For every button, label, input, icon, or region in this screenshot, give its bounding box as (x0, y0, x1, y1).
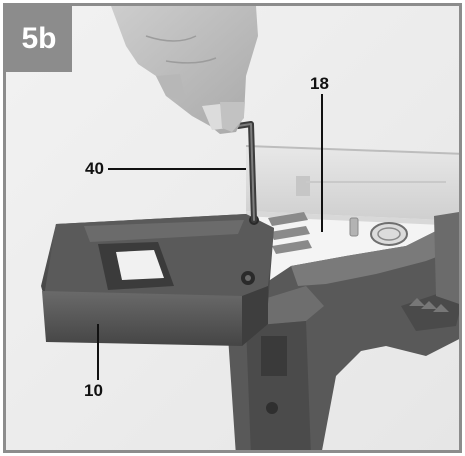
logo-mark (370, 222, 408, 246)
leader-lines (97, 94, 323, 380)
callout-10: 10 (84, 381, 103, 400)
callout-40: 40 (85, 159, 104, 178)
guide-fingers (268, 212, 312, 254)
figure-frame: 5b 18 40 10 (3, 3, 462, 453)
figure-photo (6, 6, 459, 450)
figure-label: 5b (6, 6, 72, 72)
callout-18: 18 (310, 74, 329, 93)
hex-key (235, 121, 257, 223)
hand (111, 6, 258, 134)
support-plate (41, 214, 274, 346)
